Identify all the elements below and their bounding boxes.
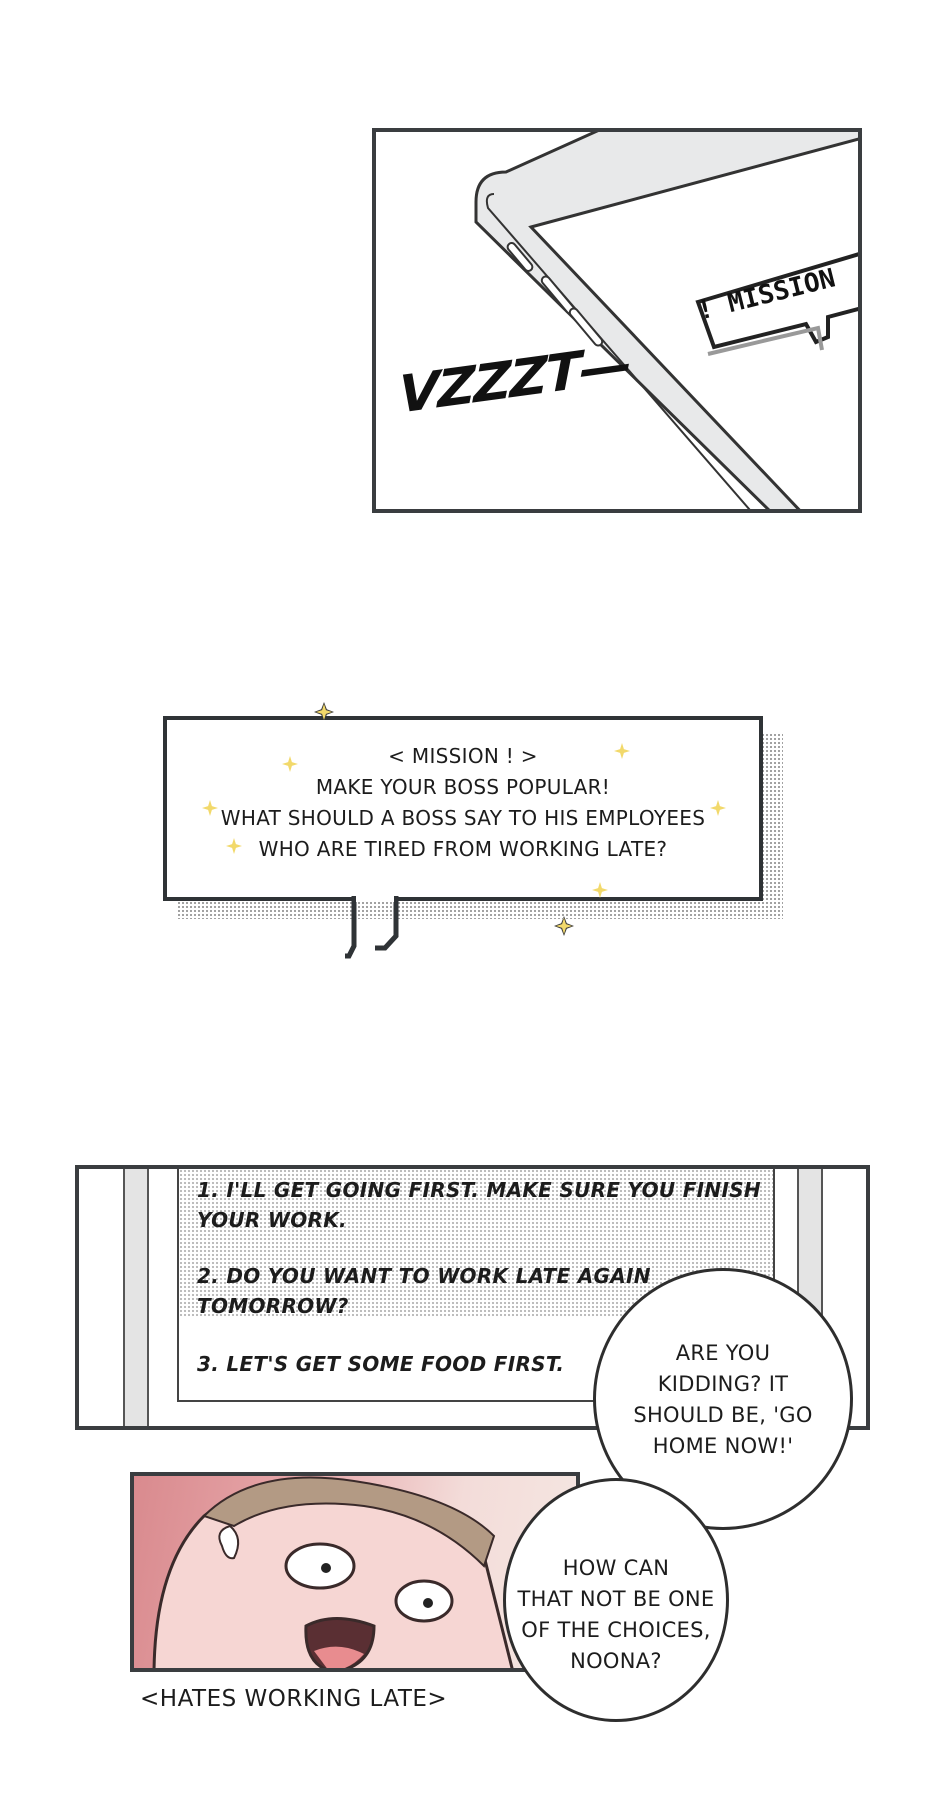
choice-text: 2. DO YOU WANT TO WORK LATE AGAIN — [197, 1264, 651, 1288]
mission-box-tail — [345, 896, 399, 959]
sparkle-icon — [202, 800, 218, 816]
bubble-line: HOW CAN — [562, 1556, 670, 1580]
mission-box — [163, 716, 763, 901]
bubble-line: NOONA? — [570, 1649, 662, 1673]
bubble-line: HOME NOW!' — [652, 1434, 794, 1458]
sparkle-icon — [316, 704, 332, 720]
choice-text: TOMORROW? — [197, 1294, 349, 1318]
sparkle-icon — [710, 800, 726, 816]
choice-option-3[interactable]: 3. LET'S GET SOME FOOD FIRST. — [197, 1349, 564, 1379]
choice-text: YOUR WORK. — [197, 1208, 347, 1232]
bubble-line: KIDDING? IT — [657, 1372, 789, 1396]
mission-line: WHO ARE TIRED FROM WORKING LATE? — [258, 837, 668, 861]
speech-bubble — [503, 1478, 729, 1722]
mission-header: < MISSION ! > — [388, 744, 538, 768]
window-frame-left — [123, 1169, 149, 1426]
bubble-line: SHOULD BE, 'GO — [633, 1403, 813, 1427]
mission-text: < MISSION ! > MAKE YOUR BOSS POPULAR! WH… — [163, 741, 763, 865]
speech-bubble-text: HOW CAN THAT NOT BE ONE OF THE CHOICES, … — [505, 1553, 727, 1677]
sparkle-icon — [614, 743, 630, 759]
choice-text: 1. I'LL GET GOING FIRST. MAKE SURE YOU F… — [197, 1178, 761, 1202]
bubble-line: ARE YOU — [675, 1341, 771, 1365]
sparkle-icon — [282, 756, 298, 772]
mission-line: MAKE YOUR BOSS POPULAR! — [315, 775, 611, 799]
sparkle-icon — [226, 838, 242, 854]
caption: <HATES WORKING LATE> — [140, 1686, 448, 1712]
mission-line: WHAT SHOULD A BOSS SAY TO HIS EMPLOYEES — [220, 806, 706, 830]
speech-bubble-text: ARE YOU KIDDING? IT SHOULD BE, 'GO HOME … — [603, 1338, 843, 1462]
sparkle-icon — [592, 882, 608, 898]
bubble-line: THAT NOT BE ONE — [517, 1587, 715, 1611]
choice-option-2[interactable]: 2. DO YOU WANT TO WORK LATE AGAIN TOMORR… — [197, 1261, 651, 1321]
choice-option-1[interactable]: 1. I'LL GET GOING FIRST. MAKE SURE YOU F… — [197, 1175, 761, 1235]
phone-panel: ! MISSION — [372, 128, 862, 513]
choice-text: 3. LET'S GET SOME FOOD FIRST. — [197, 1352, 565, 1376]
sparkle-icon — [556, 918, 572, 934]
character-face-illustration — [152, 1476, 514, 1668]
phone-illustration — [474, 132, 858, 509]
bubble-line: OF THE CHOICES, — [521, 1618, 711, 1642]
